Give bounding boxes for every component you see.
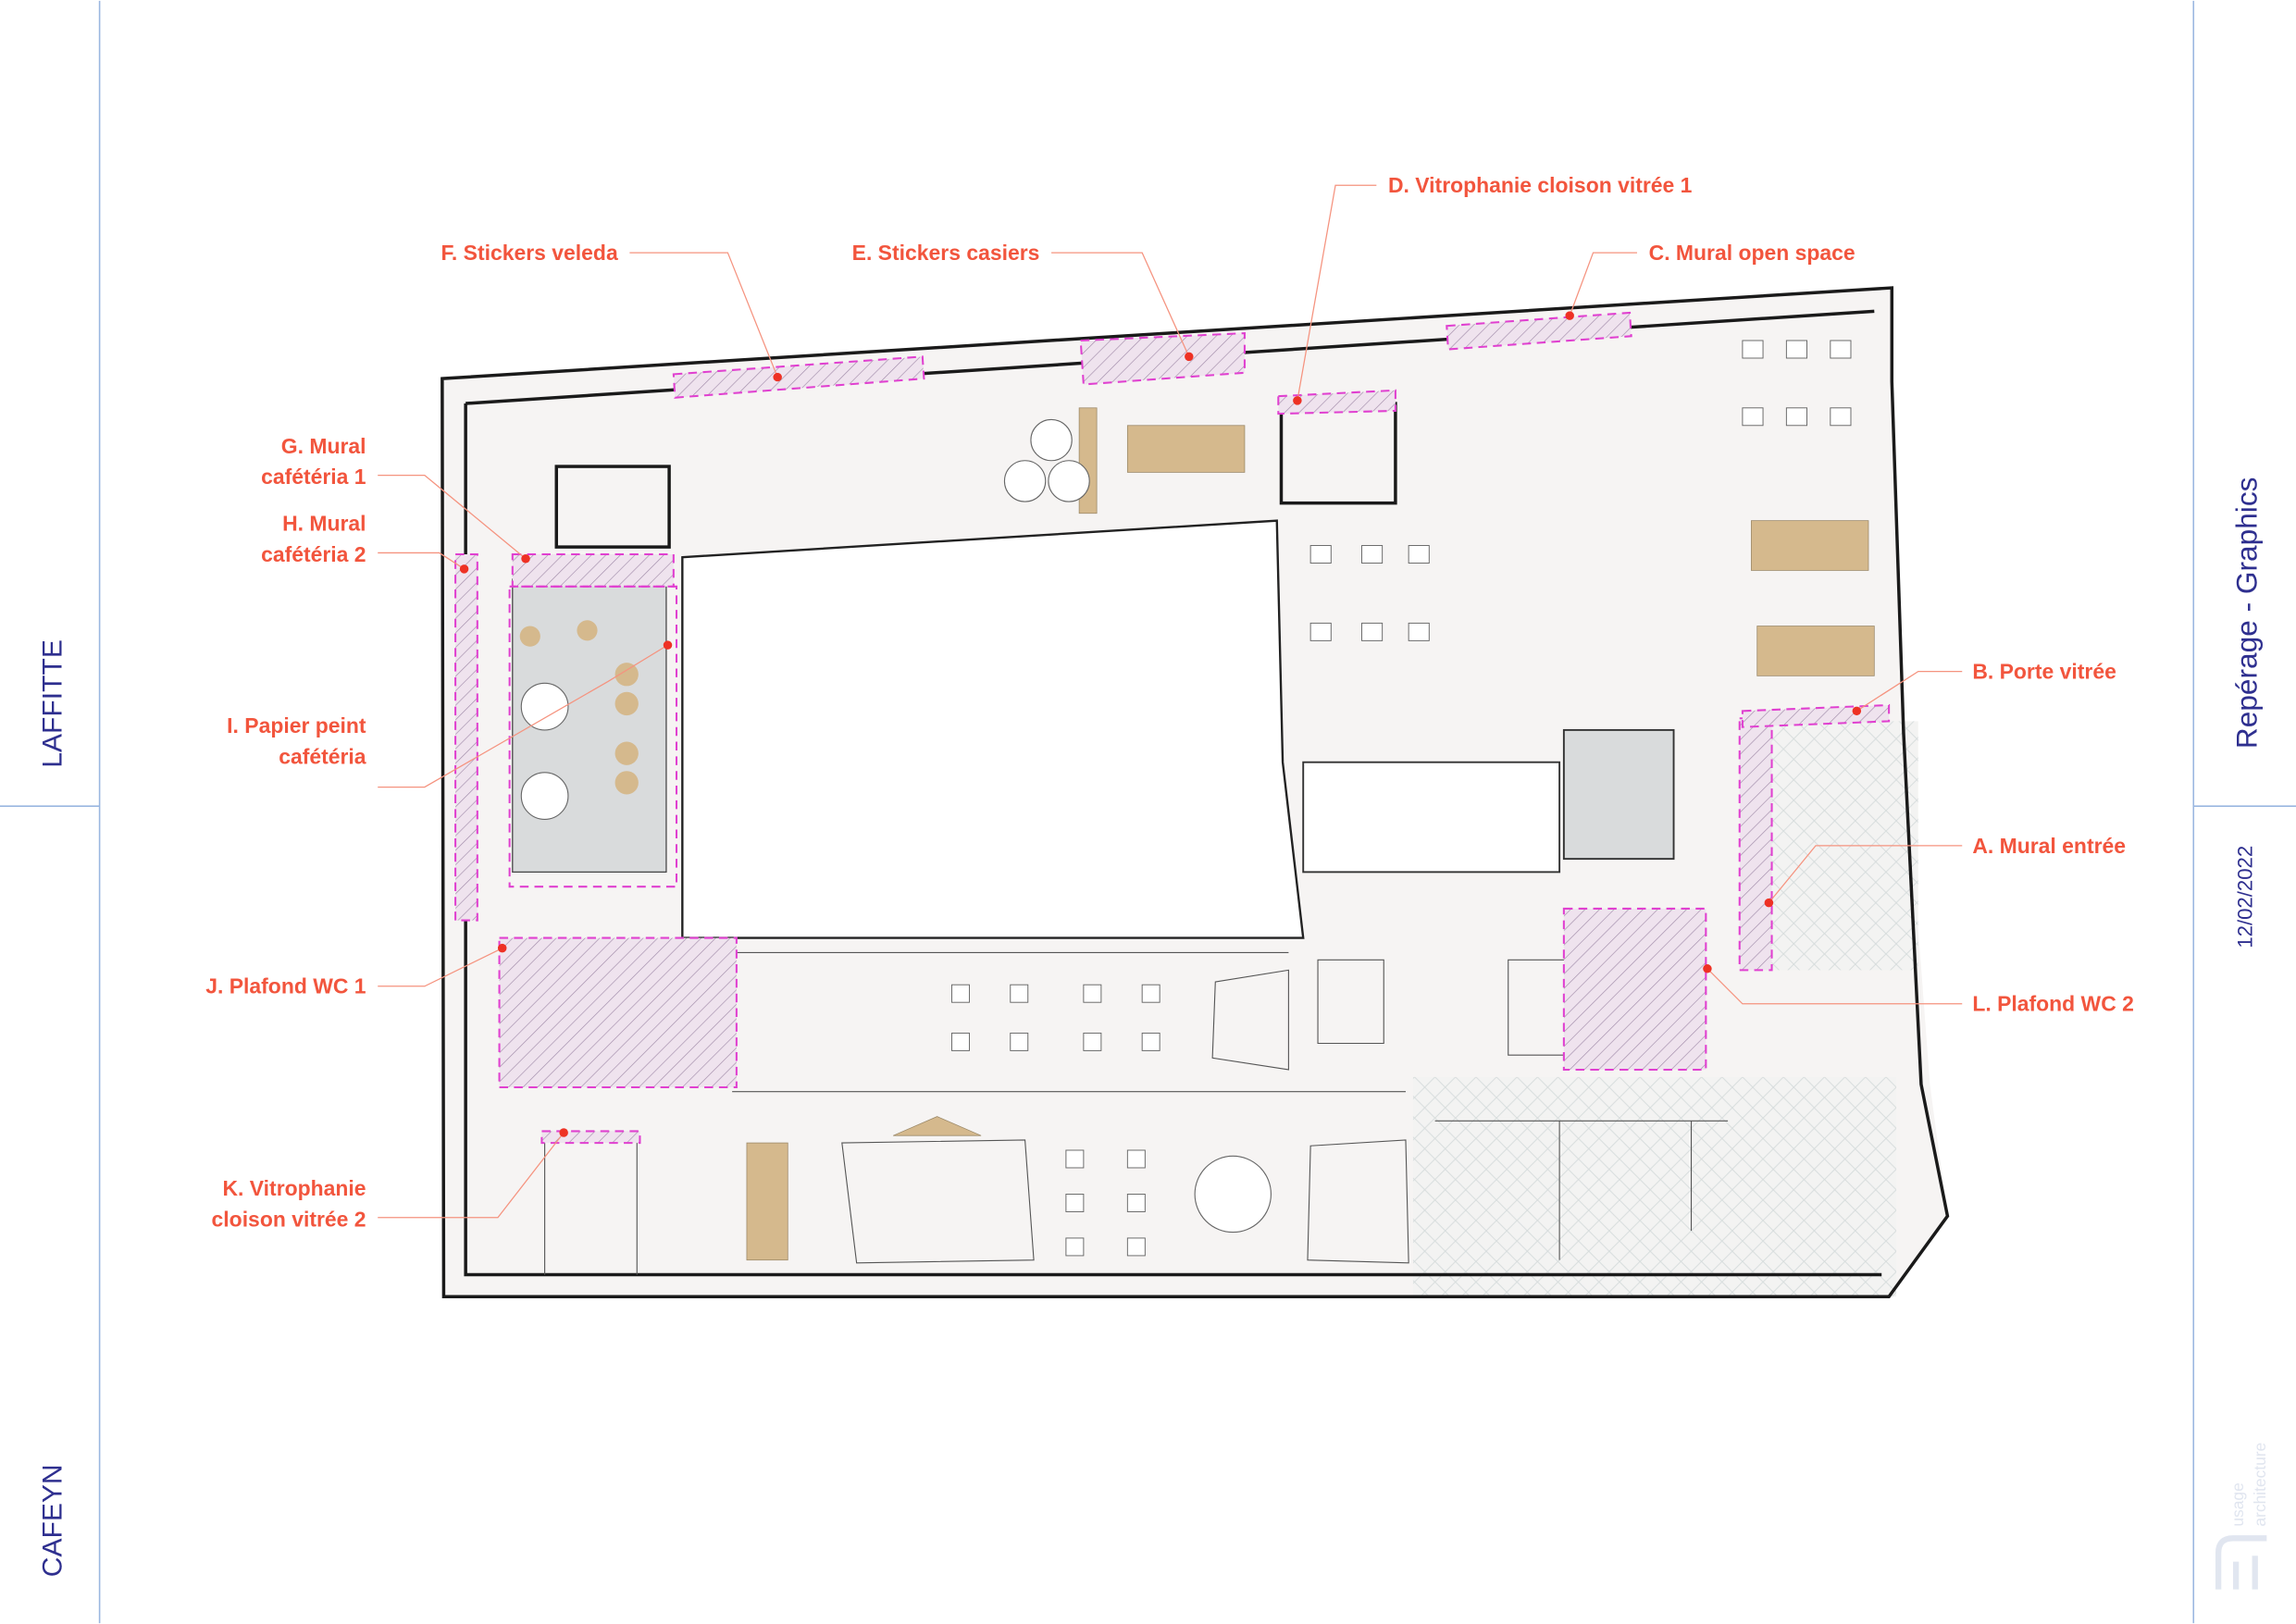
label-h-line2: cafétéria 2 [261,542,366,566]
client-name: CAFEYN [37,1464,68,1577]
floor-plan [441,286,1950,1298]
zone-f [672,355,925,399]
zone-j [498,936,738,1088]
label-g-line2: cafétéria 1 [261,465,366,489]
project-name: LAFFITTE [37,639,68,768]
label-g-line1: G. Mural [281,434,366,458]
label-i-line2: cafétéria [279,744,366,768]
highlight-zones [454,311,1891,1145]
sheet-date: 12/02/2022 [2234,846,2257,948]
label-j: J. Plafond WC 1 [205,974,366,998]
label-h-line1: H. Mural [282,512,366,536]
label-c: C. Mural open space [1649,241,1855,265]
label-e: E. Stickers casiers [852,241,1040,265]
label-b: B. Porte vitrée [1972,660,2116,684]
label-f: F. Stickers veleda [441,241,618,265]
zone-g [511,552,675,588]
label-l: L. Plafond WC 2 [1972,992,2134,1016]
leader-lines [378,184,1963,1219]
label-k-line1: K. Vitrophanie [222,1176,366,1200]
label-d: D. Vitrophanie cloison vitrée 1 [1388,173,1693,197]
zone-h [454,552,478,922]
label-k-line2: cloison vitrée 2 [212,1207,366,1231]
zone-i [508,585,678,888]
sheet-title: Repérage - Graphics [2229,477,2263,750]
courtyard [681,519,1305,939]
chairs [951,340,1852,1257]
zone-l [1562,907,1707,1072]
zone-e [1079,332,1246,386]
svg-text:usage: usage [2228,1482,2247,1526]
label-i-line1: I. Papier peint [227,713,366,738]
zone-d [1277,389,1396,415]
zone-a [1738,717,1773,972]
usage-architecture-logo: usage architecture [2215,1443,2269,1590]
svg-text:architecture: architecture [2251,1443,2269,1527]
label-a: A. Mural entrée [1972,834,2126,858]
zone-b [1741,703,1891,728]
